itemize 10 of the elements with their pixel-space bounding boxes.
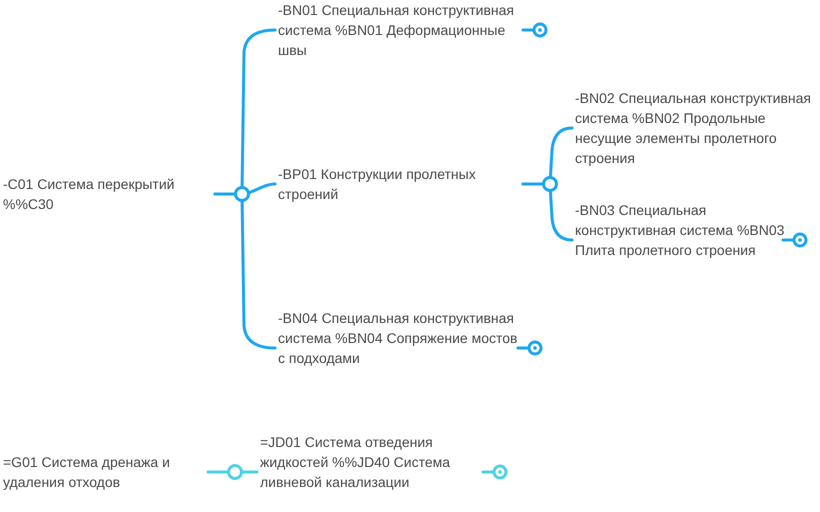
node-label: -C01 Система перекрытий %%C30 [3,175,176,214]
node-label: -BN04 Специальная конструктивная система %BN04 Сопряжение мостов с подходами [278,309,518,368]
node-label: =G01 Система дренажа и удаления отходов [3,453,171,492]
connector-line [214,192,276,350]
node-label: -BN01 Специальная конструктивная система %BN01 Деформационные швы [278,1,516,60]
node-label: -BN03 Специальная конструктивная система %BN03 Плита пролетного строения [575,201,785,260]
connector-line [206,470,258,474]
node-label: =JD01 Система отведения жидкостей %%JD40 Система ливневой канализации [260,433,452,492]
node-label: -BP01 Конструкции пролетных строений [278,165,477,204]
node-label: -BN02 Специальная конструктивная система %BN02 Продольные несущие элементы пролетного строения [575,89,812,168]
